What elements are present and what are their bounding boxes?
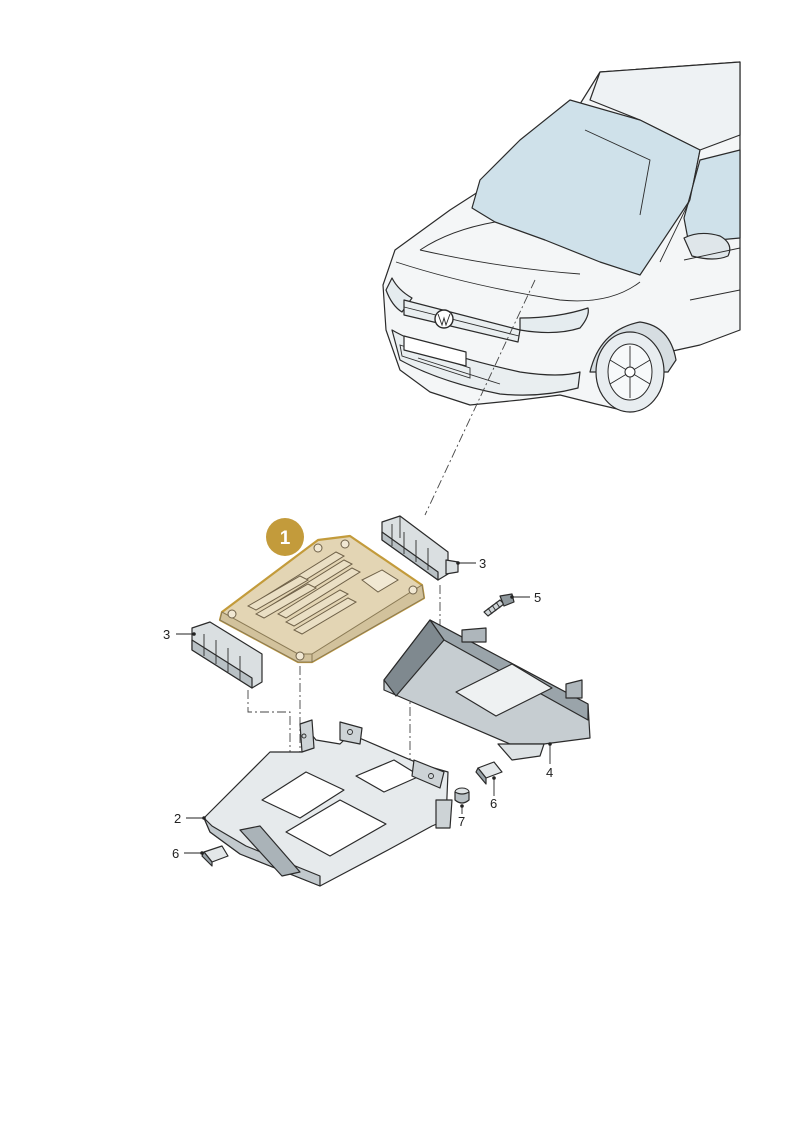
nut [454,787,470,804]
vehicle-illustration [382,61,741,413]
bracket-right [381,515,459,581]
callout-labels: 3 3 5 4 6 7 2 6 [163,556,553,861]
bolt [483,593,515,617]
mounting-tray [203,719,453,887]
callout-3-right: 3 [479,556,486,571]
callout-6-right: 6 [490,796,497,811]
highlight-badge [266,518,304,556]
cover [383,619,591,761]
vehicle-to-unit-line [424,279,536,516]
callout-6-left: 6 [172,846,179,861]
callout-4: 4 [546,765,553,780]
callout-7: 7 [458,814,465,829]
callout-2: 2 [174,811,181,826]
callout-leaders [176,561,552,855]
control-unit: 1 [218,518,426,664]
clip-left [201,845,229,867]
clip-right [475,761,503,785]
bracket-left [191,621,263,689]
callout-3-left: 3 [163,627,170,642]
callout-5: 5 [534,590,541,605]
highlight-badge-label: 1 [280,528,291,549]
